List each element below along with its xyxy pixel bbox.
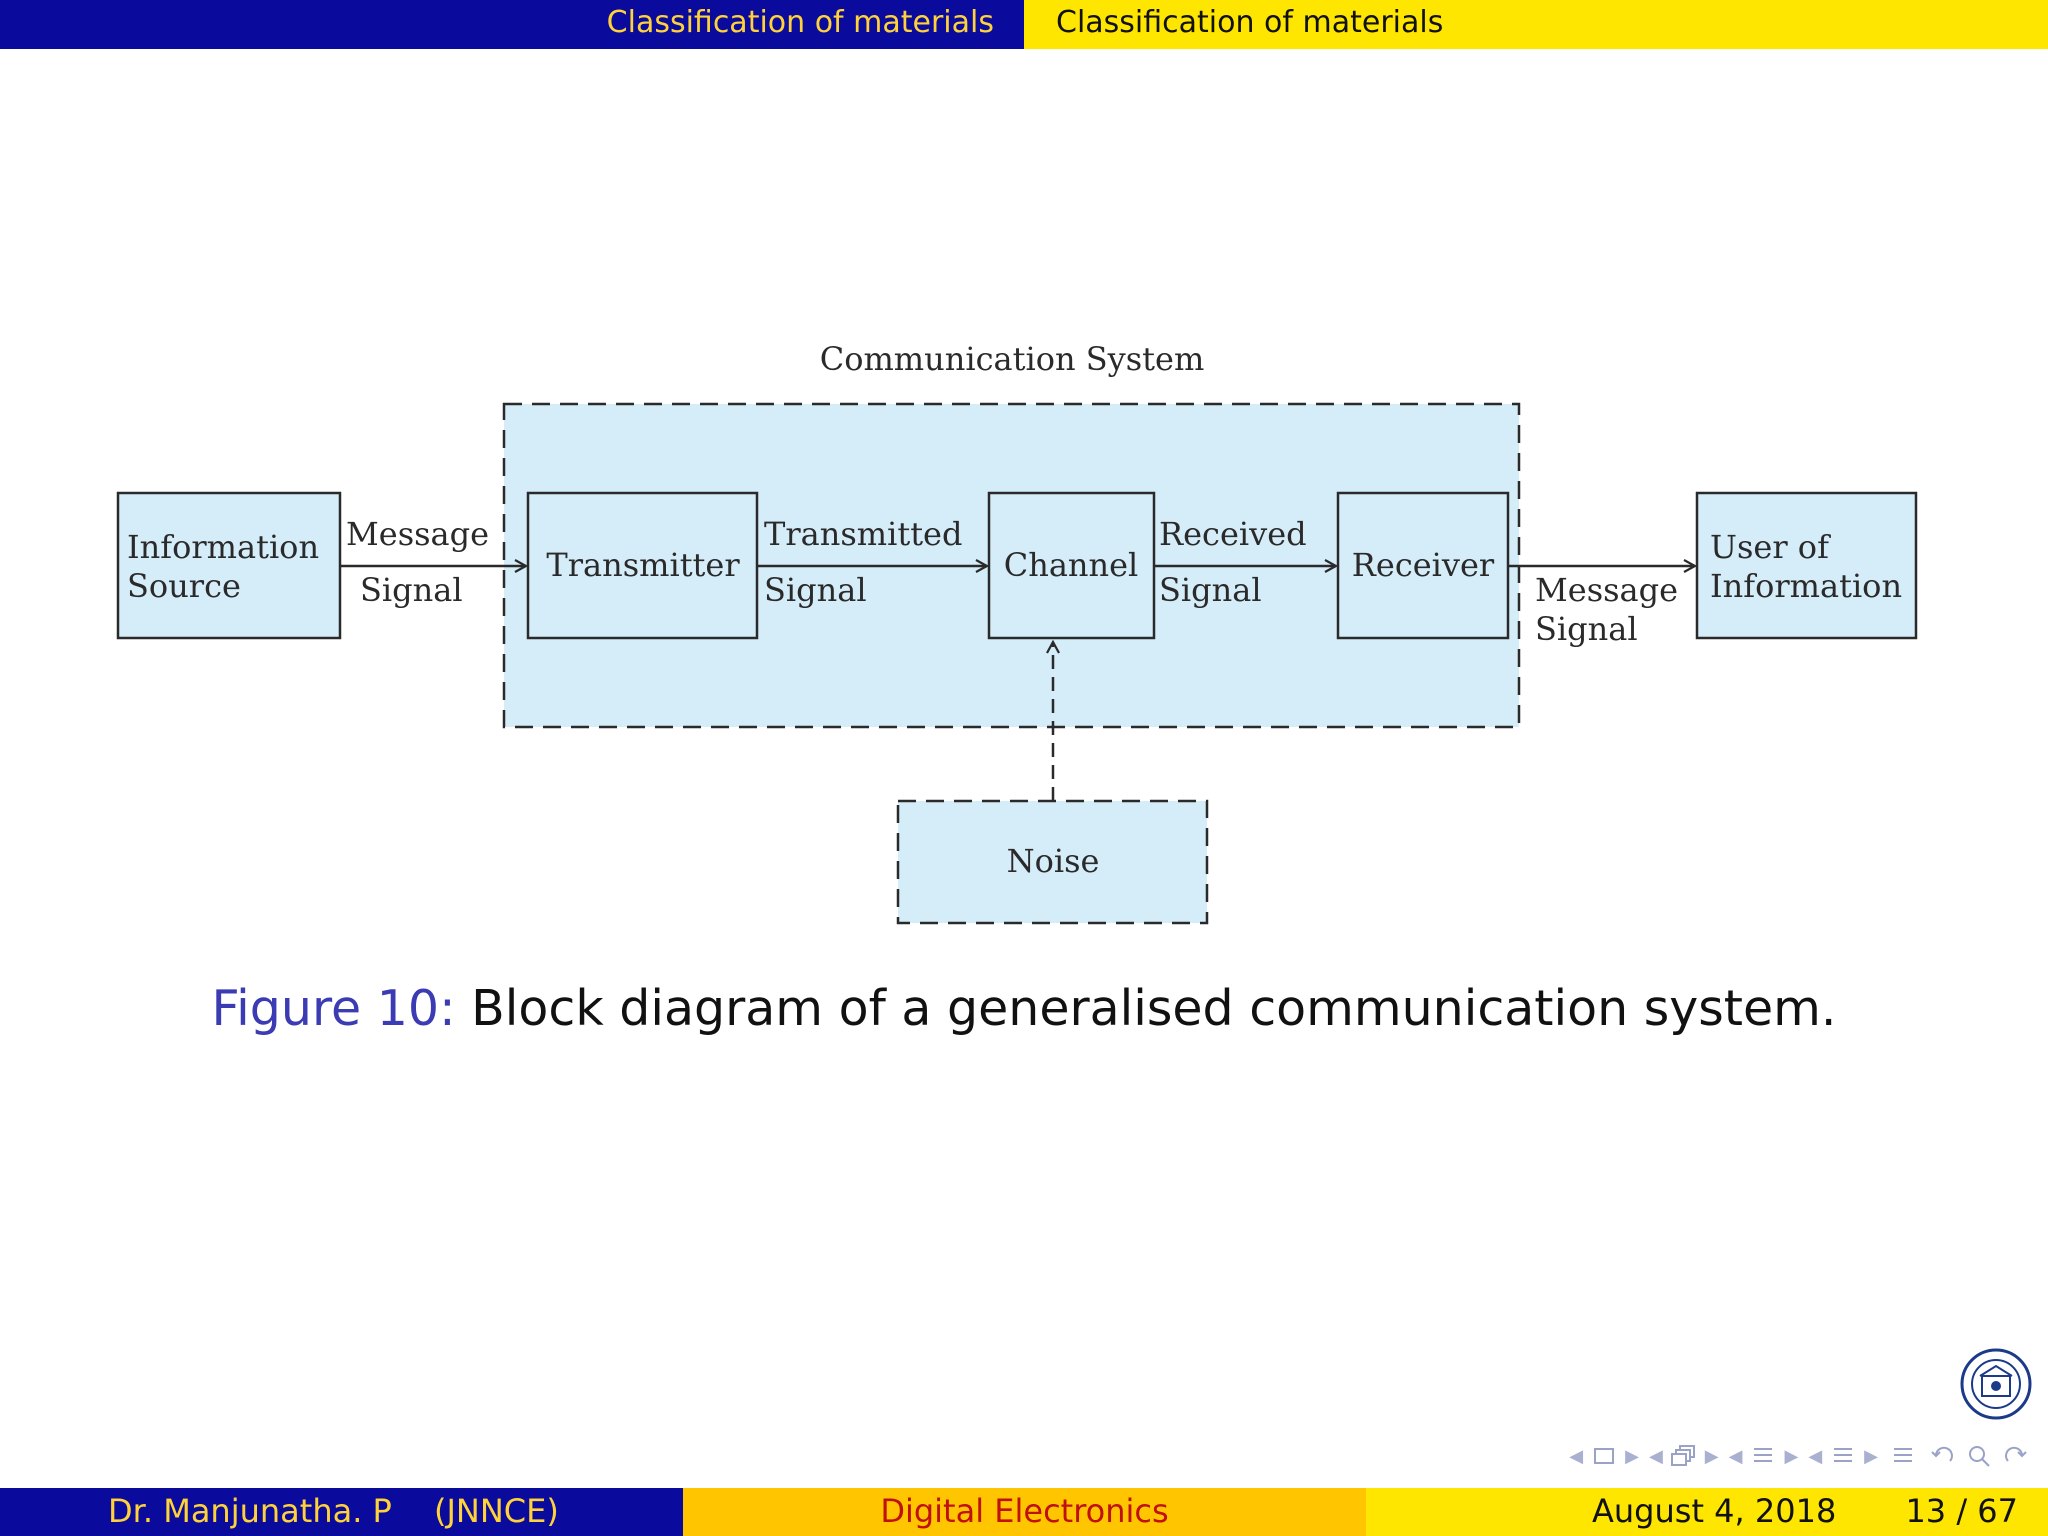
footer-institution: (JNNCE): [434, 1492, 559, 1530]
nav-frame-group: ◀ ▶: [1569, 1443, 1639, 1469]
college-logo: [1960, 1348, 2032, 1420]
nav-subsection-frames-group: ◀ ▶: [1649, 1443, 1719, 1469]
footer-course: Digital Electronics: [880, 1492, 1169, 1530]
nav-prev-section-icon[interactable]: ◀: [1728, 1445, 1743, 1467]
information-source-line2: Source: [127, 567, 241, 605]
system-label: Communication System: [820, 340, 1205, 378]
message-signal-in-line2: Signal: [360, 571, 463, 609]
stacked-frames-icon[interactable]: [1669, 1443, 1699, 1469]
footer-author-area: Dr. Manjunatha. P (JNNCE): [0, 1488, 683, 1536]
footer-date-area: August 4, 2018 13 / 67: [1366, 1488, 2048, 1536]
channel-block: [987, 491, 1156, 640]
nav-document-group: ◀ ▶: [1808, 1443, 1878, 1469]
transmitter-label: Transmitter: [546, 546, 740, 584]
noise-block: [896, 799, 1209, 925]
nav-next-subsection-icon[interactable]: ▶: [1704, 1445, 1719, 1467]
nav-section-group: ◀ ▶: [1729, 1443, 1799, 1469]
figure-caption-label: Figure 10:: [211, 980, 456, 1037]
header-subsection-title[interactable]: Classification of materials: [1056, 5, 1444, 40]
figure-caption: Figure 10: Block diagram of a generalise…: [0, 980, 2048, 1037]
document-lines-icon[interactable]: [1828, 1443, 1858, 1469]
channel-label: Channel: [1004, 546, 1139, 584]
user-of-information-line1: User of: [1710, 528, 1831, 566]
header-bar: Classification of materials Classificati…: [0, 0, 2048, 49]
message-signal-out-line1: Message: [1535, 571, 1678, 609]
footer-page-number: 13 / 67: [1905, 1492, 2018, 1530]
receiver-block: [1336, 491, 1510, 640]
user-of-information-block: [1695, 491, 1918, 640]
back-icon[interactable]: [1928, 1443, 1958, 1469]
header-section-title[interactable]: Classification of materials: [606, 5, 994, 40]
information-source-block: [116, 491, 342, 640]
received-signal-line2: Signal: [1159, 571, 1262, 609]
transmitted-signal-line2: Signal: [764, 571, 867, 609]
transmitter-block: [526, 491, 759, 640]
nav-next-section-icon[interactable]: ▶: [1784, 1445, 1799, 1467]
noise-label: Noise: [1007, 842, 1100, 880]
frame-icon[interactable]: [1589, 1443, 1619, 1469]
header-section-area: Classification of materials: [0, 0, 1024, 49]
received-signal-line1: Received: [1159, 515, 1307, 553]
footer-bar: Dr. Manjunatha. P (JNNCE) Digital Electr…: [0, 1488, 2048, 1536]
figure-caption-text: Block diagram of a generalised communica…: [471, 980, 1837, 1037]
transmitted-signal-line1: Transmitted: [764, 515, 962, 553]
nav-search-group: [1928, 1443, 2030, 1469]
appendix-icon[interactable]: [1888, 1443, 1918, 1469]
forward-icon[interactable]: [2000, 1443, 2030, 1469]
message-signal-out-line2: Signal: [1535, 610, 1638, 648]
navigation-bar: ◀ ▶ ◀ ▶ ◀ ▶ ◀ ▶: [1569, 1440, 2030, 1472]
user-of-information-line2: Information: [1710, 567, 1902, 605]
section-lines-icon[interactable]: [1748, 1443, 1778, 1469]
footer-course-area: Digital Electronics: [683, 1488, 1366, 1536]
nav-next-frame-icon[interactable]: ▶: [1625, 1445, 1639, 1467]
nav-prev-document-icon[interactable]: ◀: [1808, 1445, 1823, 1467]
information-source-line1: Information: [127, 528, 319, 566]
nav-next-document-icon[interactable]: ▶: [1864, 1445, 1878, 1467]
nav-prev-subsection-icon[interactable]: ◀: [1648, 1445, 1663, 1467]
nav-prev-frame-icon[interactable]: ◀: [1569, 1445, 1584, 1467]
search-icon[interactable]: [1964, 1443, 1994, 1469]
footer-author: Dr. Manjunatha. P: [108, 1492, 392, 1530]
header-subsection-area: Classification of materials: [1024, 0, 2048, 49]
footer-date: August 4, 2018: [1592, 1492, 1837, 1530]
message-signal-in-line1: Message: [346, 515, 489, 553]
receiver-label: Receiver: [1352, 546, 1495, 584]
